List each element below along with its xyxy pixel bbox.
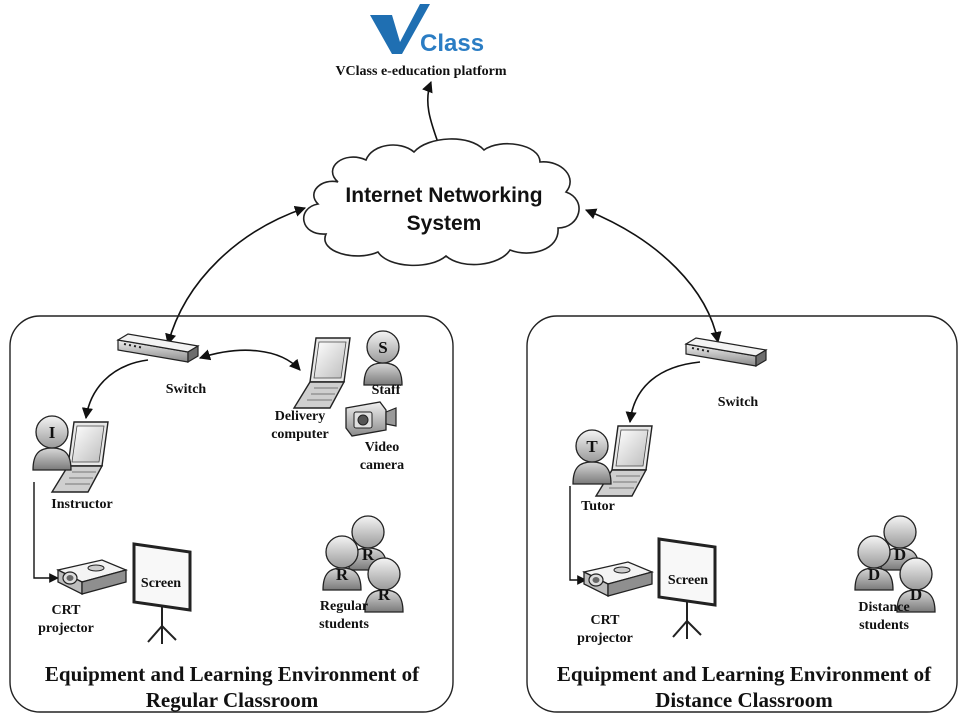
distance-switch-label: Switch <box>718 395 759 410</box>
cloud-regular-switch-arrow <box>165 205 307 346</box>
regular-title-line-1: Equipment and Learning Environment of <box>45 662 420 686</box>
instructor-label: Instructor <box>51 497 112 512</box>
tutor-label: Tutor <box>581 499 615 514</box>
regular-screen-icon <box>132 542 192 646</box>
distance-students-label-line-2: students <box>859 618 909 633</box>
regular-switch-label: Switch <box>166 382 207 397</box>
cloud-title-line-2: System <box>407 212 482 235</box>
distance-projector-label-line-1: CRT <box>590 613 620 628</box>
switch-instructor-arrow <box>81 359 149 420</box>
delivery-label-line-1: Delivery <box>275 409 326 424</box>
distance-student-letter-3: D <box>910 585 922 604</box>
regular-switch-icon <box>117 333 199 363</box>
distance-title-line-1: Equipment and Learning Environment of <box>557 662 932 686</box>
regular-projector-label-line-2: projector <box>38 621 94 636</box>
regular-students-label-line-2: students <box>319 617 369 632</box>
distance-students-label-line-1: Distance <box>858 600 909 615</box>
camera-label-line-2: camera <box>360 458 404 473</box>
vclass-logo-text: Class <box>420 30 484 57</box>
regular-classroom-panel <box>9 315 454 713</box>
cloud-distance-switch-arrow <box>584 208 722 344</box>
distance-projector-icon <box>583 561 653 597</box>
switch-delivery-arrow <box>198 349 301 371</box>
delivery-laptop-icon <box>293 337 351 409</box>
distance-classroom-panel <box>526 315 958 713</box>
instructor-projector-connector <box>33 482 59 583</box>
distance-student-letter-1: D <box>894 545 906 564</box>
regular-projector-label-line-1: CRT <box>51 603 81 618</box>
regular-title-line-2: Regular Classroom <box>146 688 319 712</box>
distance-screen-icon <box>657 537 717 641</box>
internet-cloud <box>302 138 580 267</box>
tutor-projector-connector <box>569 486 587 585</box>
platform-caption: VClass e-education platform <box>335 64 506 79</box>
regular-screen-label: Screen <box>141 576 181 591</box>
staff-label: Staff <box>372 383 401 398</box>
camera-label-line-1: Video <box>365 440 399 455</box>
staff-letter: S <box>378 338 387 357</box>
instructor-letter: I <box>49 423 56 442</box>
regular-projector-icon <box>57 559 127 595</box>
distance-projector-label-line-2: projector <box>577 631 633 646</box>
distance-students-icon <box>854 515 936 613</box>
tutor-letter: T <box>586 437 598 456</box>
video-camera-icon <box>345 401 397 437</box>
distance-title-line-2: Distance Classroom <box>655 688 833 712</box>
switch-tutor-arrow <box>625 361 701 424</box>
delivery-label-line-2: computer <box>271 427 329 442</box>
regular-students-label-line-1: Regular <box>320 599 368 614</box>
regular-student-letter-3: R <box>378 585 391 604</box>
distance-screen-label: Screen <box>668 573 708 588</box>
regular-student-letter-2: R <box>336 565 349 584</box>
distance-student-letter-2: D <box>868 565 880 584</box>
regular-student-letter-1: R <box>362 545 375 564</box>
cloud-title-line-1: Internet Networking <box>345 184 542 207</box>
vclass-logo: Class <box>370 4 484 57</box>
regular-students-icon <box>322 515 404 613</box>
vclass-v-mark <box>370 4 430 54</box>
